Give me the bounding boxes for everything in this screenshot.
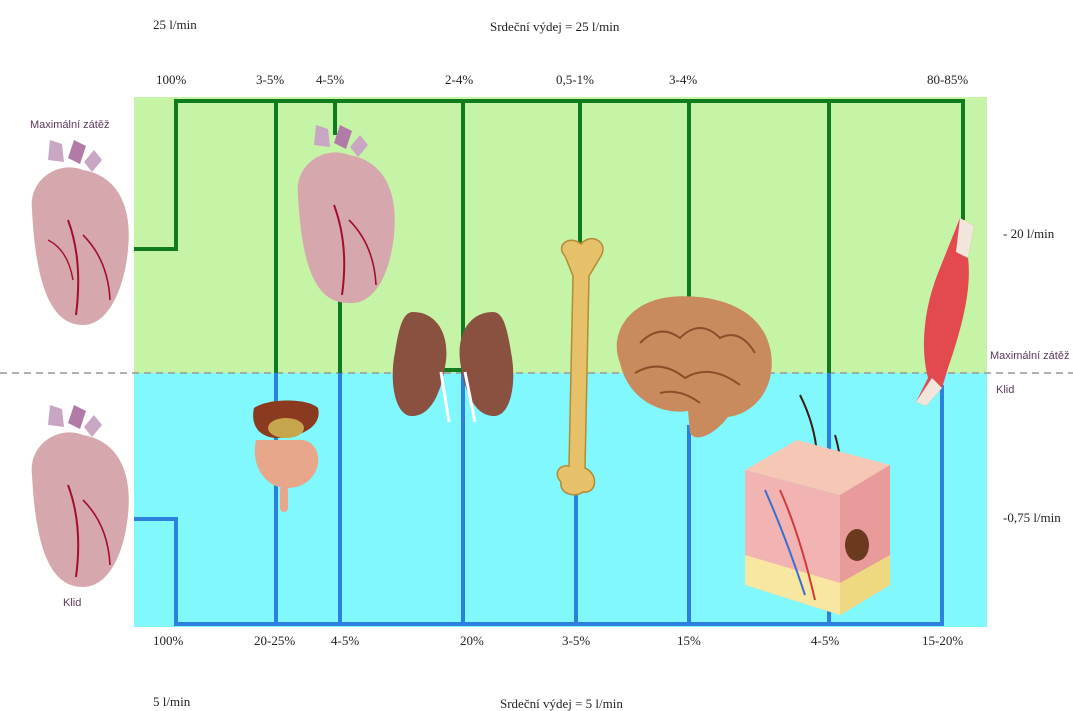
muscle-flow-max: - 20 l/min [1003,226,1055,241]
top-percentage: 80-85% [927,72,968,87]
heart-icon [32,140,129,325]
top-percentage: 3-5% [256,72,284,87]
bottom-percentage: 20% [460,633,484,648]
top-percentage: 2-4% [445,72,473,87]
max-load-heart-label: Maximální zátěž [30,119,109,131]
bottom-percentage: 20-25% [254,633,295,648]
max-load-side-label: Maximální zátěž [990,350,1069,362]
bottom-percentage: 100% [153,633,184,648]
top-percentage: 100% [156,72,187,87]
top-total-flow: 25 l/min [153,17,197,32]
rest-heart-label: Klid [63,597,81,609]
bottom-percentage: 4-5% [331,633,359,648]
bottom-percentage: 15% [677,633,701,648]
bottom-total-flow: 5 l/min [153,694,191,709]
muscle-flow-rest: -0,75 l/min [1003,510,1061,525]
top-percentage: 0,5-1% [556,72,594,87]
bottom-cardiac-output: Srdeční výdej = 5 l/min [500,696,623,711]
top-cardiac-output: Srdeční výdej = 25 l/min [490,19,620,34]
rest-side-label: Klid [996,384,1014,396]
top-percentage: 3-4% [669,72,697,87]
heart-icon [32,405,129,587]
exercise-zone [134,97,987,373]
top-percentage: 4-5% [316,72,344,87]
bottom-percentage: 4-5% [811,633,839,648]
bottom-percentage: 3-5% [562,633,590,648]
bottom-percentage: 15-20% [922,633,963,648]
